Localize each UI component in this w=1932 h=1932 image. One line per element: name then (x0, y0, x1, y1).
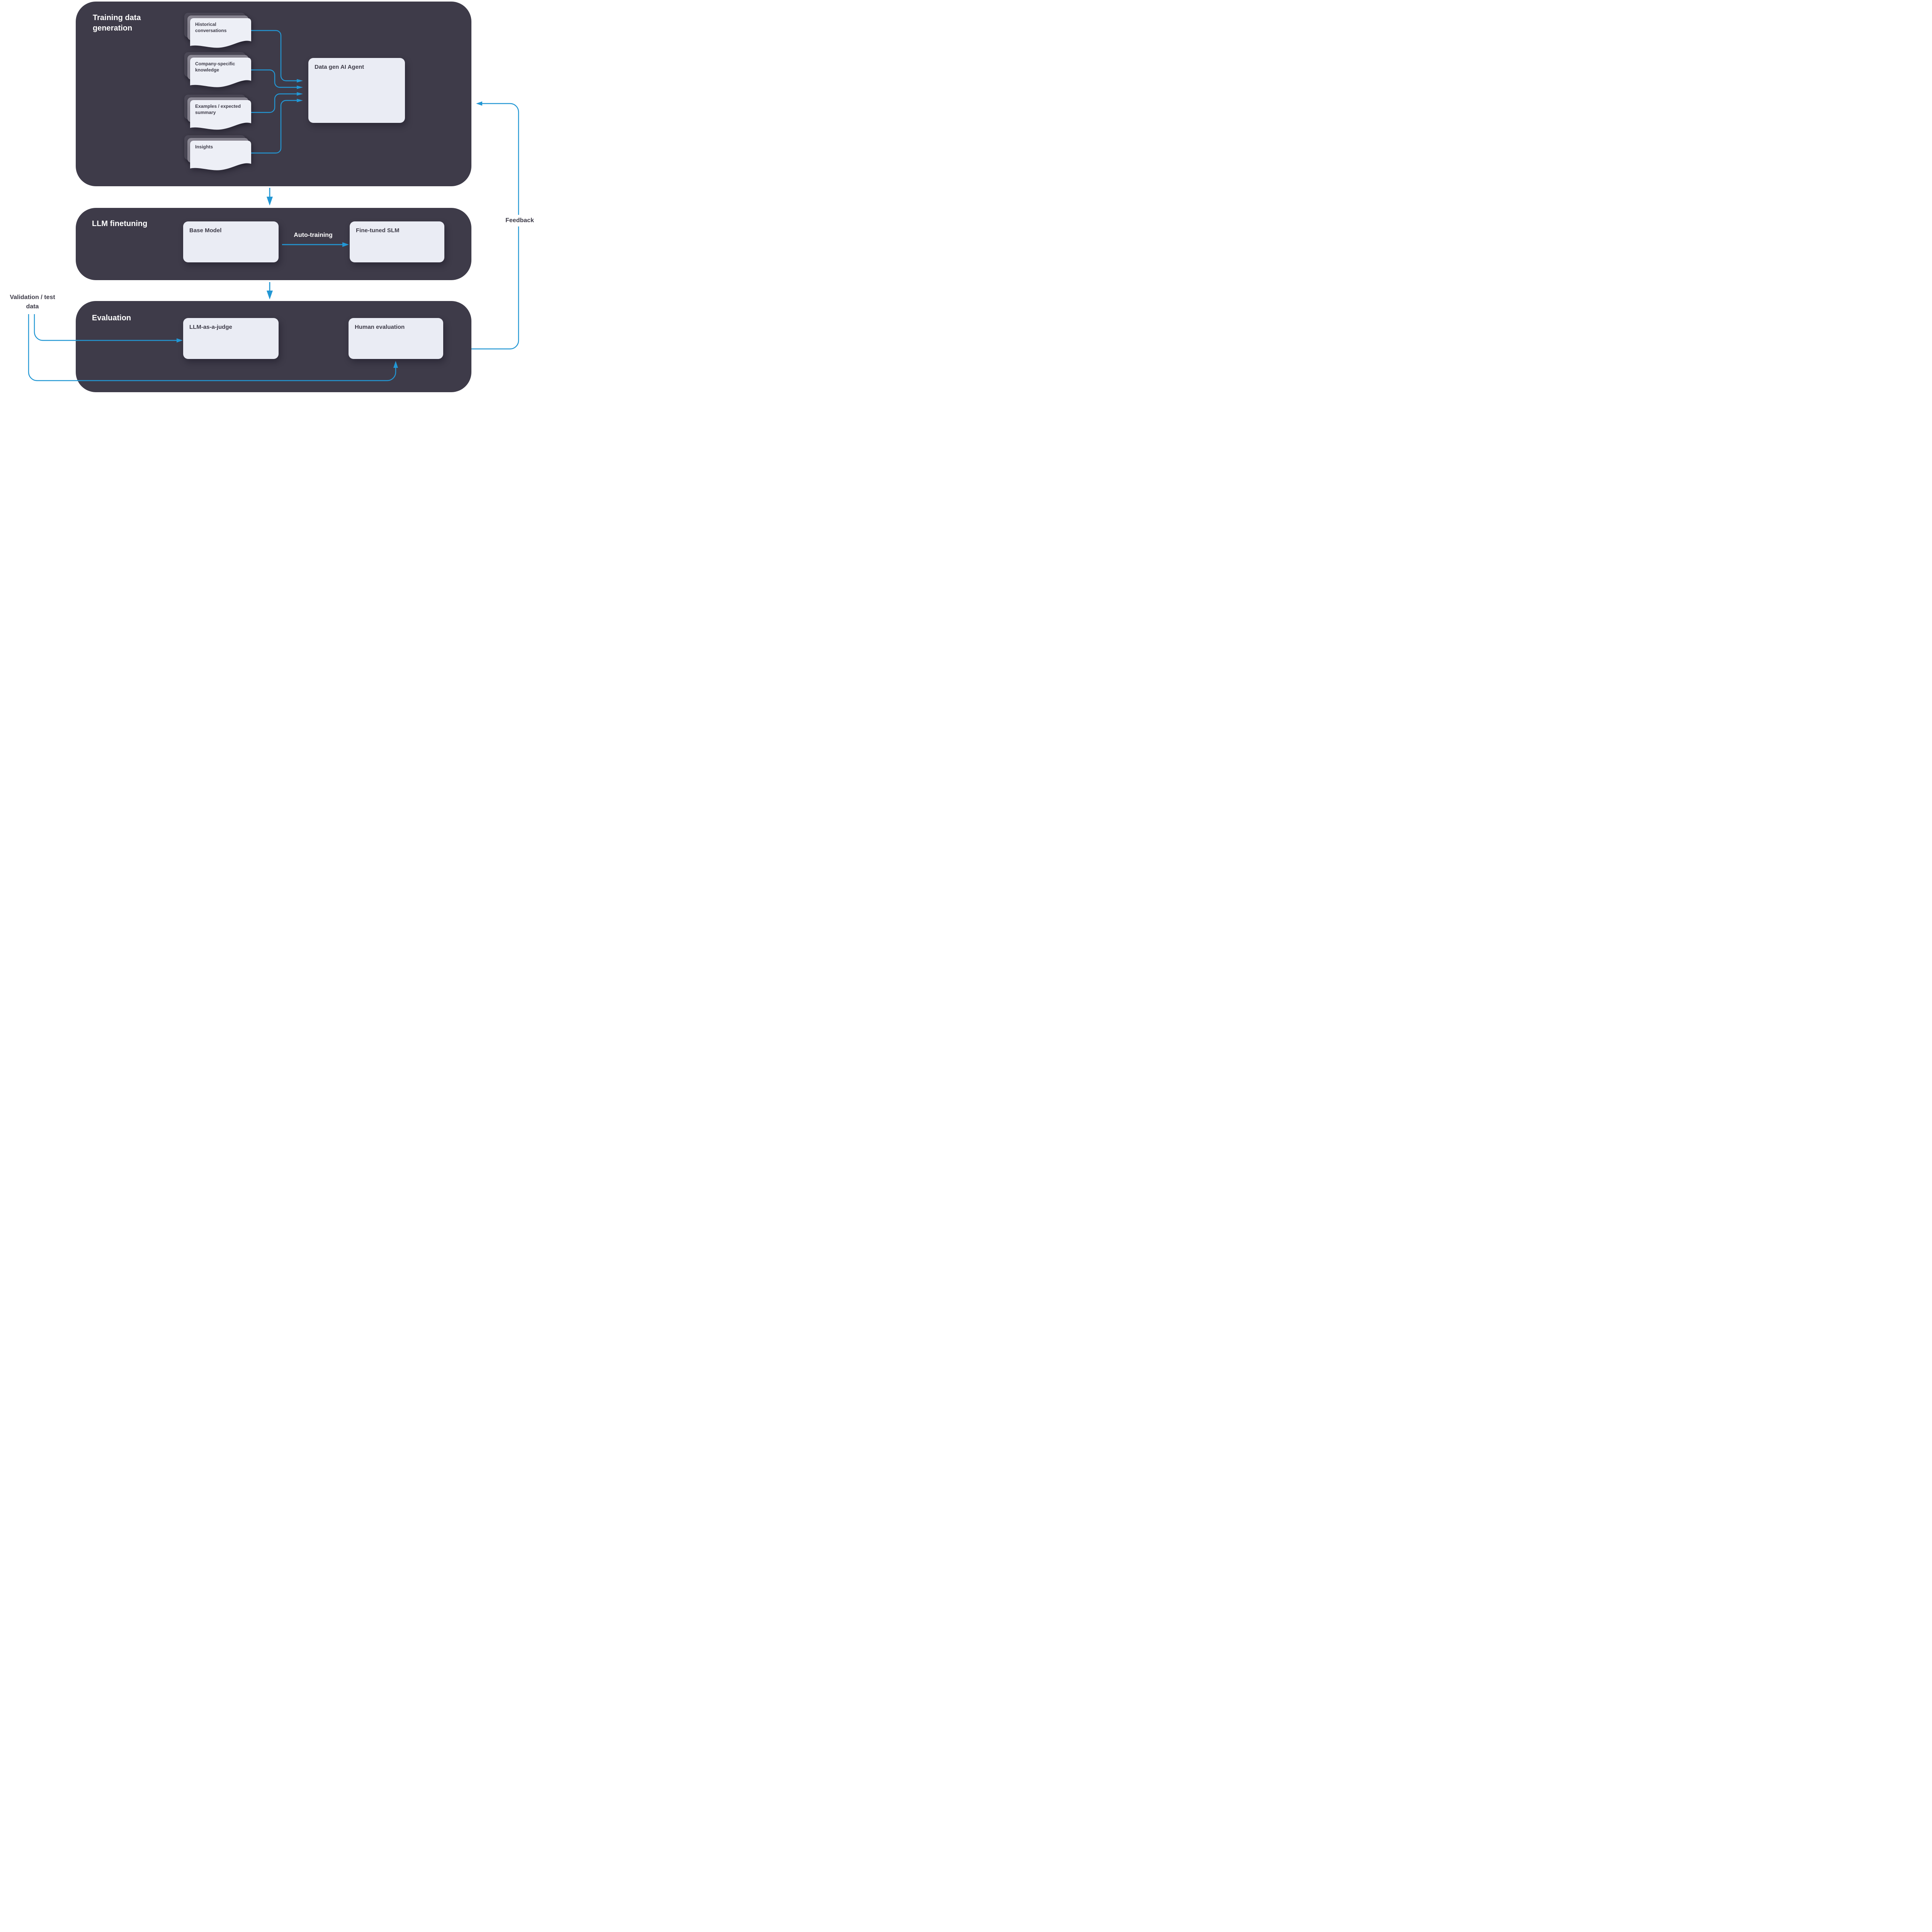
document-label: Company-specific knowledge (195, 61, 235, 73)
training-panel-title: Training data generation (93, 14, 141, 32)
document-label: Insights (195, 144, 213, 150)
document-wave-shape (190, 58, 251, 87)
fine-tuned-slm-box: Fine-tuned SLM (350, 221, 444, 262)
validation-test-data-label: Validation / test data (10, 294, 55, 310)
fine-tuned-slm-label: Fine-tuned SLM (356, 227, 400, 234)
llm-as-a-judge-box: LLM-as-a-judge (183, 318, 279, 359)
base-model-box: Base Model (183, 221, 279, 262)
arrowhead-icon (267, 197, 273, 206)
evaluation-panel-title: Evaluation (92, 314, 131, 322)
document-wave-shape (190, 141, 251, 170)
feedback-label: Feedback (500, 215, 539, 226)
diagram-stage: Training data generation LLM finetuning … (0, 0, 550, 393)
document-label: Examples / expected summary (195, 104, 241, 115)
document-company-specific-knowledge: Company-specific knowledge (184, 52, 252, 91)
base-model-label: Base Model (189, 227, 222, 234)
document-insights: Insights (184, 135, 252, 174)
human-evaluation-box: Human evaluation (349, 318, 443, 359)
auto-training-label: Auto-training (294, 232, 333, 238)
document-wave-shape (190, 18, 251, 48)
document-examples-expected-summary: Examples / expected summary (184, 95, 252, 133)
data-gen-ai-agent-label: Data gen AI Agent (315, 64, 364, 70)
document-wave-shape (190, 100, 251, 130)
finetuning-panel-title: LLM finetuning (92, 219, 148, 228)
data-gen-ai-agent-box: Data gen AI Agent (308, 58, 405, 123)
document-label: Historical conversations (195, 22, 227, 33)
llm-as-a-judge-label: LLM-as-a-judge (189, 324, 232, 330)
document-historical-conversations: Historical conversations (184, 13, 252, 51)
arrowhead-icon (267, 291, 273, 299)
arrowhead-icon (476, 101, 482, 106)
human-evaluation-label: Human evaluation (355, 324, 405, 330)
